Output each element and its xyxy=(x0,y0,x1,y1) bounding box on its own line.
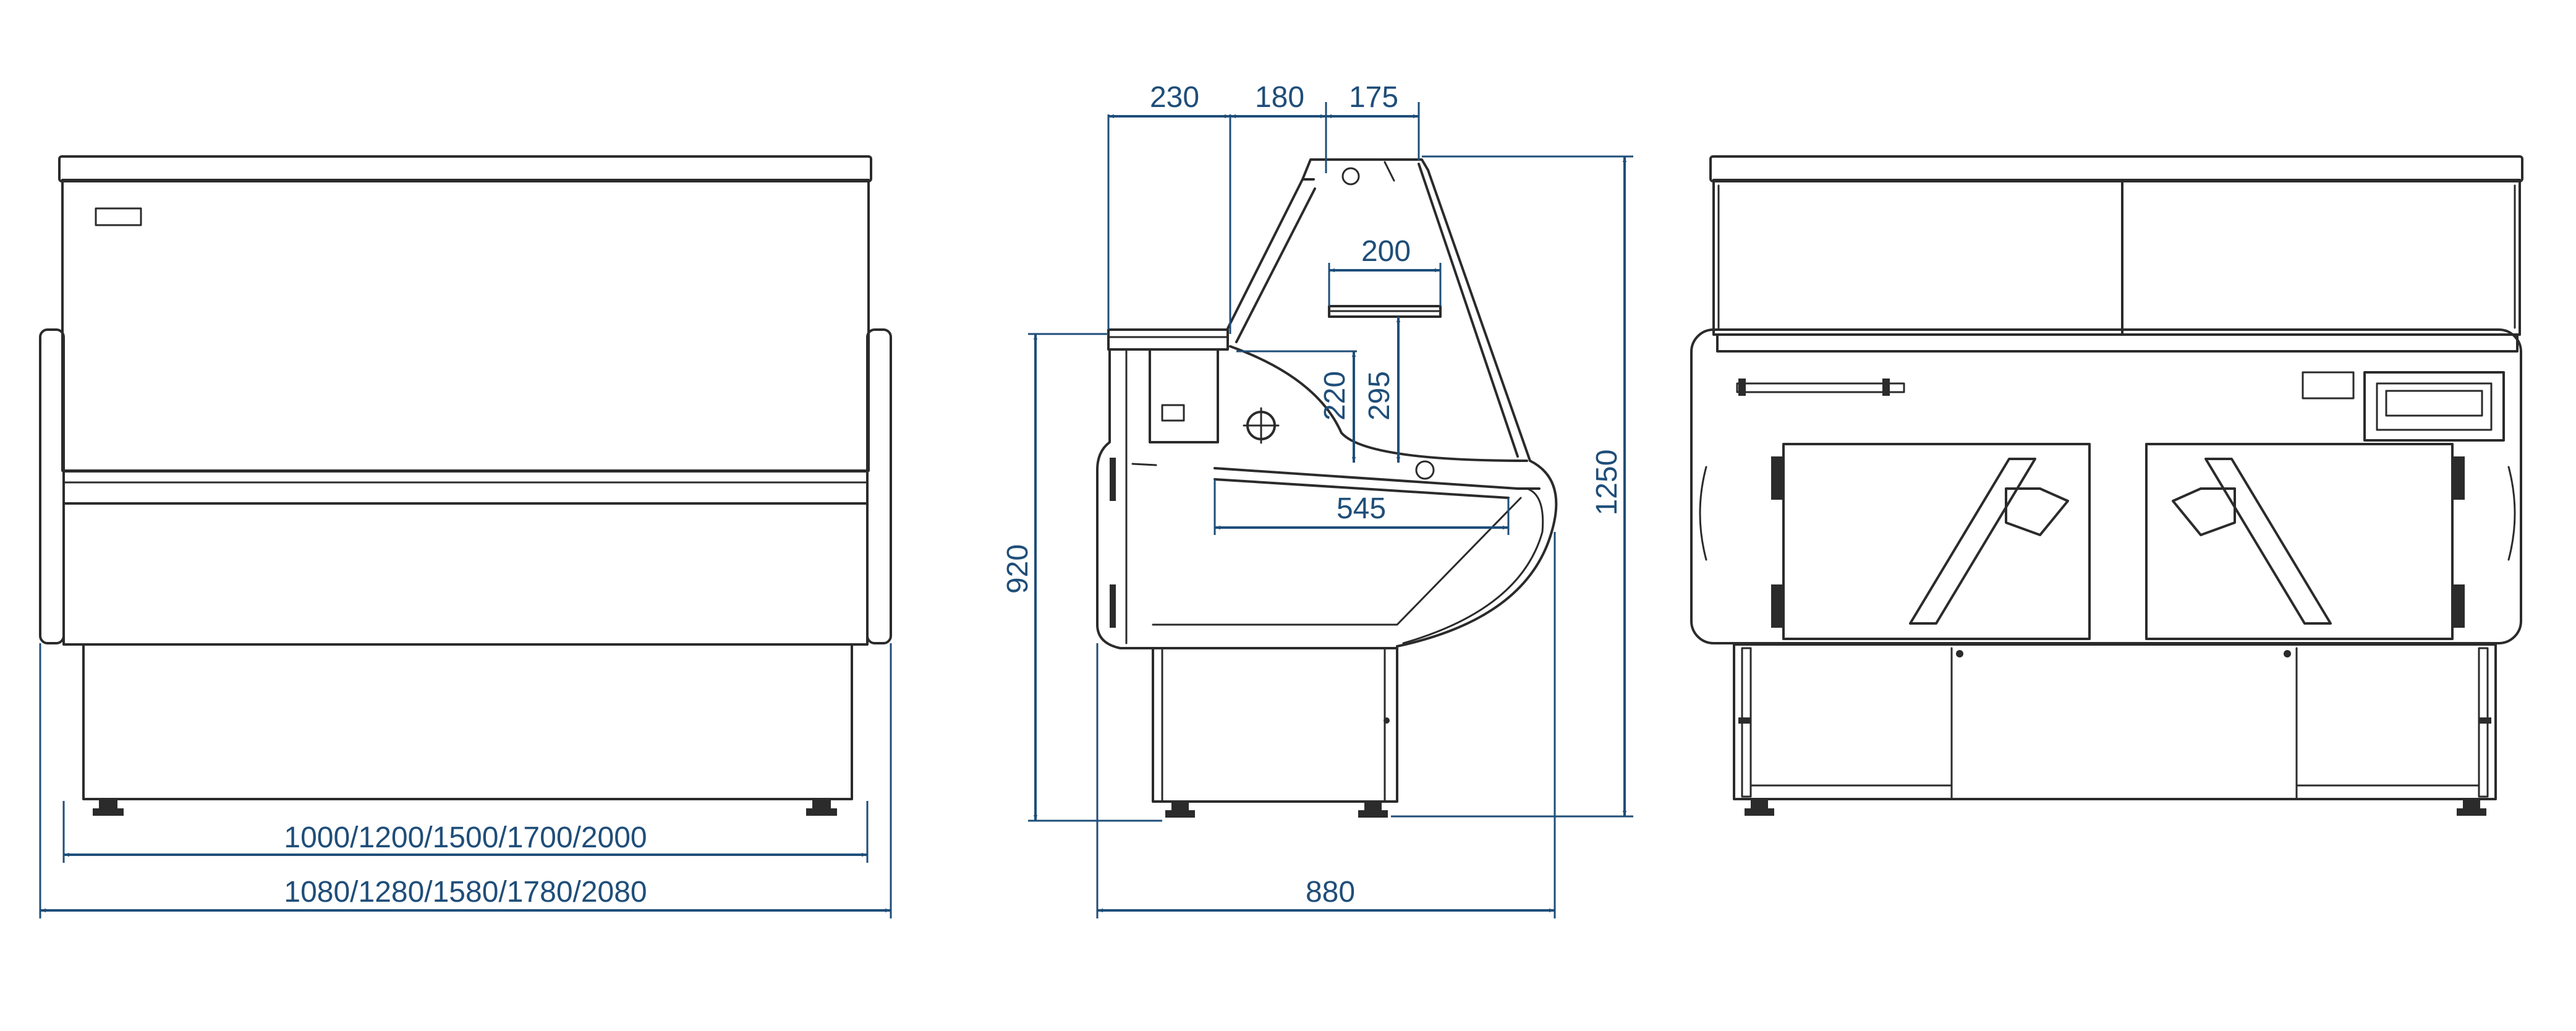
label-top-rear: 230 xyxy=(1150,81,1199,114)
side-view: 230 180 175 200 220 295 545 920 1250 xyxy=(1001,81,1633,918)
label-counter-height: 920 xyxy=(1001,544,1034,594)
label-top-mid: 180 xyxy=(1255,81,1304,114)
knife-rail xyxy=(1736,382,1905,393)
foot xyxy=(806,800,837,816)
label-shelf-clear-220: 220 xyxy=(1319,371,1351,421)
label-display-depth: 545 xyxy=(1337,492,1386,525)
foot xyxy=(93,800,124,816)
label-plate xyxy=(95,207,142,226)
label-outer-lengths: 1080/1280/1580/1780/2080 xyxy=(284,876,647,909)
label-inner-lengths: 1000/1200/1500/1700/2000 xyxy=(284,821,647,854)
label-top-front: 175 xyxy=(1349,81,1398,114)
rear-door-right xyxy=(2145,443,2454,640)
rear-door-left xyxy=(1782,443,2091,640)
label-total-height: 1250 xyxy=(1591,450,1623,516)
label-shelf-clear-295: 295 xyxy=(1363,371,1396,421)
front-view: 1000/1200/1500/1700/2000 1080/1280/1580/… xyxy=(39,155,892,918)
label-shelf-width: 200 xyxy=(1361,235,1411,268)
rear-view xyxy=(1690,155,2523,816)
label-total-depth: 880 xyxy=(1306,876,1355,909)
